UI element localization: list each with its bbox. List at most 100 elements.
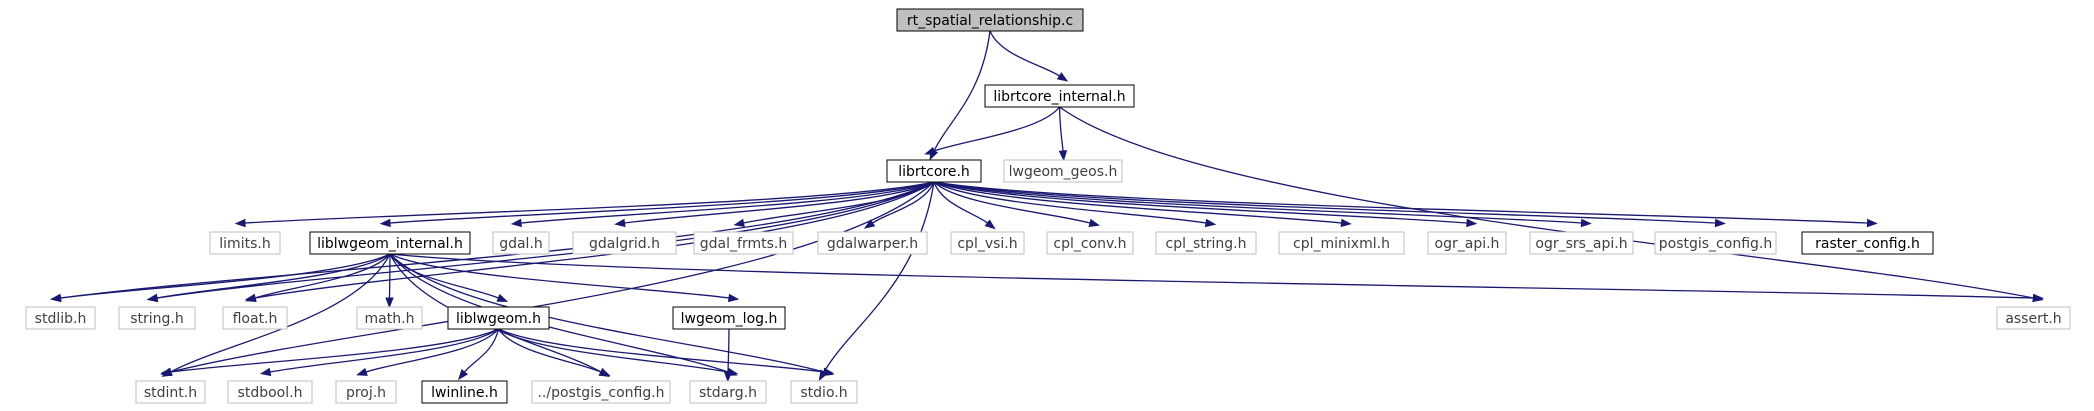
- node-box: [1003, 159, 1123, 183]
- node-label: cpl_string.h: [1166, 236, 1247, 252]
- node-lwgeom-log-h[interactable]: lwgeom_log.h: [672, 306, 786, 330]
- node-label: proj.h: [346, 385, 386, 401]
- nodes-layer: rt_spatial_relationship.c librtcore_inter…: [25, 8, 2071, 404]
- edge-liblwgeom_internal-to-stdlib: [50, 253, 391, 303]
- node-box: [421, 380, 508, 404]
- edge-liblwgeom-to-proj: [356, 328, 499, 376]
- node-stdlib-h: stdlib.h: [25, 306, 96, 330]
- node-liblwgeom-h[interactable]: liblwgeom.h: [447, 306, 550, 330]
- node-label: stdlib.h: [35, 311, 87, 327]
- edge-lwgeom_log-to-stdarg: [723, 328, 733, 383]
- node-label: assert.h: [2005, 311, 2061, 327]
- node-box: [984, 84, 1135, 108]
- node-cpl-vsi-h: cpl_vsi.h: [950, 231, 1025, 255]
- edge-librtcore-to-cpl_string: [933, 181, 1217, 228]
- edge-liblwgeom_internal-to-lwgeom_log: [389, 253, 740, 303]
- node-proj-h: proj.h: [335, 380, 397, 404]
- node-label: gdal_frmts.h: [700, 236, 787, 252]
- node-box: [1654, 231, 1777, 255]
- node-label: gdalgrid.h: [589, 236, 660, 252]
- node-box: [1427, 231, 1507, 255]
- node-box: [1155, 231, 1257, 255]
- node-label: gdalwarper.h: [827, 236, 918, 252]
- edge-liblwgeom_internal-to-math: [385, 253, 394, 309]
- node-stdarg-h: stdarg.h: [689, 380, 767, 404]
- node-label: float.h: [233, 311, 278, 327]
- edge-liblwgeom_internal-to-assert: [389, 253, 2044, 303]
- node-label: liblwgeom_internal.h: [317, 236, 463, 252]
- node-box: [135, 380, 206, 404]
- node-box: [447, 306, 550, 330]
- edge-librtcore-to-liblwgeom_internal: [379, 181, 935, 228]
- node-box: [1996, 306, 2071, 330]
- edge-liblwgeom-to-lwinline: [458, 328, 500, 381]
- node-assert-h: assert.h: [1996, 306, 2071, 330]
- node-cpl-minixml-h: cpl_minixml.h: [1278, 231, 1405, 255]
- edge-liblwgeom_internal-to-float: [245, 253, 391, 302]
- edge-librtcore_internal-to-librtcore: [924, 106, 1061, 155]
- edge-rt_spatial-to-librtcore: [929, 30, 991, 161]
- node-label: cpl_conv.h: [1053, 236, 1126, 252]
- edge-librtcore-to-gdalgrid: [614, 181, 935, 228]
- node-float-h: float.h: [222, 306, 288, 330]
- node-box: [227, 380, 313, 404]
- node-label: librtcore.h: [898, 164, 970, 180]
- node-label: lwinline.h: [431, 385, 498, 401]
- edge-librtcore-to-limits: [234, 181, 935, 228]
- node-label: stdarg.h: [699, 385, 757, 401]
- node-label: math.h: [365, 311, 415, 327]
- node-box: [25, 306, 96, 330]
- node-box: [492, 231, 550, 255]
- node-gdalwarper-h: gdalwarper.h: [817, 231, 928, 255]
- node-label: lwgeom_geos.h: [1009, 164, 1118, 180]
- node-label: cpl_minixml.h: [1293, 236, 1390, 252]
- edge-librtcore-to-gdal_frmts: [733, 181, 935, 228]
- edge-liblwgeom-to-stdbool: [259, 328, 499, 377]
- node-box: [896, 8, 1084, 32]
- node-ogr-srs-api-h: ogr_srs_api.h: [1529, 231, 1634, 255]
- node-box: [531, 380, 671, 404]
- node-stdio-h: stdio.h: [790, 380, 858, 404]
- edges-layer: [50, 30, 2044, 383]
- node-postgis-config-h: ../postgis_config.h: [531, 380, 671, 404]
- node-librtcore-h[interactable]: librtcore.h: [886, 159, 982, 183]
- node-box: [572, 231, 677, 255]
- edge-librtcore-to-ogr_api: [933, 181, 1478, 228]
- node-gdalgrid-h: gdalgrid.h: [572, 231, 677, 255]
- node-librtcore-internal-h[interactable]: librtcore_internal.h: [984, 84, 1135, 108]
- node-lwinline-h[interactable]: lwinline.h: [421, 380, 508, 404]
- node-label: stdio.h: [800, 385, 847, 401]
- node-label: liblwgeom.h: [456, 311, 541, 327]
- node-box: [950, 231, 1025, 255]
- node-lwgeom-geos-h: lwgeom_geos.h: [1003, 159, 1123, 183]
- node-label: cpl_vsi.h: [957, 236, 1017, 252]
- node-label: string.h: [130, 311, 184, 327]
- node-raster-config-h[interactable]: raster_config.h: [1801, 231, 1934, 255]
- node-label: ../postgis_config.h: [537, 385, 664, 401]
- node-box: [309, 231, 471, 255]
- edge-librtcore_internal-to-lwgeom_geos: [1058, 106, 1068, 162]
- node-box: [209, 231, 281, 255]
- node-cpl-conv-h: cpl_conv.h: [1046, 231, 1134, 255]
- node-box: [222, 306, 288, 330]
- node-string-h: string.h: [118, 306, 196, 330]
- edge-liblwgeom_internal-to-string: [146, 253, 391, 303]
- node-box: [1801, 231, 1934, 255]
- node-rt-spatial-relationship-c[interactable]: rt_spatial_relationship.c: [896, 8, 1084, 32]
- node-box: [689, 380, 767, 404]
- node-box: [118, 306, 196, 330]
- node-liblwgeom-internal-h[interactable]: liblwgeom_internal.h: [309, 231, 471, 255]
- edge-rt_spatial-to-librtcore_internal: [989, 30, 1069, 82]
- node-box: [693, 231, 794, 255]
- node-box: [790, 380, 858, 404]
- edge-librtcore-to-postgis_config: [933, 181, 1726, 228]
- edge-liblwgeom-to-stdio: [498, 328, 835, 377]
- edge-librtcore-to-gdal: [510, 181, 935, 228]
- node-box: [356, 306, 423, 330]
- edge-librtcore-to-gdalwarper: [863, 181, 935, 229]
- edge-librtcore-to-raster_config: [933, 181, 1878, 228]
- edge-librtcore-to-cpl_vsi: [933, 181, 996, 230]
- node-postgis-config-h: postgis_config.h: [1654, 231, 1777, 255]
- node-gdal-frmts-h: gdal_frmts.h: [693, 231, 794, 255]
- edge-liblwgeom-to-dotdot_postgis_config: [497, 328, 611, 377]
